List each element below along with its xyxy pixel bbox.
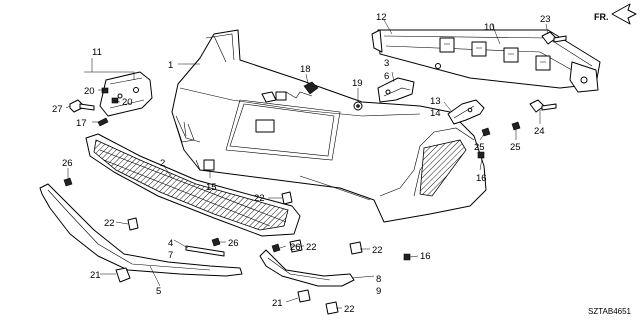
callout-20b: 20 xyxy=(122,97,133,108)
callout-2: 2 xyxy=(160,158,165,169)
callout-25a: 25 xyxy=(474,142,485,153)
direction-label: FR. xyxy=(594,12,609,22)
callout-14: 14 xyxy=(430,108,441,119)
callout-23: 23 xyxy=(540,14,551,25)
callout-20a: 20 xyxy=(84,86,95,97)
callout-15: 15 xyxy=(206,182,217,193)
callout-22d: 22 xyxy=(372,245,383,256)
callout-5: 5 xyxy=(156,286,161,297)
callout-6: 6 xyxy=(384,71,389,82)
callout-1: 1 xyxy=(168,60,173,71)
callout-22b: 22 xyxy=(104,218,115,229)
callout-labels: 1 2 3 4 5 6 7 8 9 10 11 12 13 14 15 16 1… xyxy=(52,12,632,316)
callout-7: 7 xyxy=(168,250,173,261)
side-bracket-3-6 xyxy=(377,77,415,103)
callout-19: 19 xyxy=(352,78,363,89)
callout-8: 8 xyxy=(376,274,381,285)
callout-22e: 22 xyxy=(344,304,355,315)
side-garnish-8-9 xyxy=(259,249,355,287)
callout-4: 4 xyxy=(168,238,173,249)
callout-9: 9 xyxy=(376,286,381,297)
diagram-code: SZTAB4651 xyxy=(588,307,632,316)
callout-22c: 22 xyxy=(306,242,317,253)
lower-garnish-strip xyxy=(39,183,243,277)
callout-25b: 25 xyxy=(510,142,521,153)
callout-10: 10 xyxy=(484,22,495,33)
callout-26a: 26 xyxy=(62,158,73,169)
rear-bumper-face xyxy=(171,29,487,223)
callout-26b: 26 xyxy=(228,238,239,249)
callout-27: 27 xyxy=(52,104,63,115)
bumper-reinforcement xyxy=(371,29,601,93)
callout-13: 13 xyxy=(430,96,441,107)
spacer-13-14 xyxy=(447,99,485,125)
callout-22a: 22 xyxy=(254,193,265,204)
callout-21b: 21 xyxy=(272,298,283,309)
callout-26c: 26 xyxy=(290,242,301,253)
lower-diffuser xyxy=(85,133,301,237)
callout-11: 11 xyxy=(92,47,102,58)
callout-17: 17 xyxy=(76,118,87,129)
callout-12: 12 xyxy=(376,12,387,23)
garnish-clip-strip xyxy=(185,245,225,257)
callout-16b: 16 xyxy=(420,251,431,262)
callout-3: 3 xyxy=(384,58,389,69)
callout-16a: 16 xyxy=(476,173,487,184)
callout-18: 18 xyxy=(300,64,311,75)
callout-21a: 21 xyxy=(90,270,101,281)
callout-24: 24 xyxy=(534,126,545,137)
leader-lines xyxy=(65,19,549,309)
license-bracket xyxy=(99,71,153,117)
